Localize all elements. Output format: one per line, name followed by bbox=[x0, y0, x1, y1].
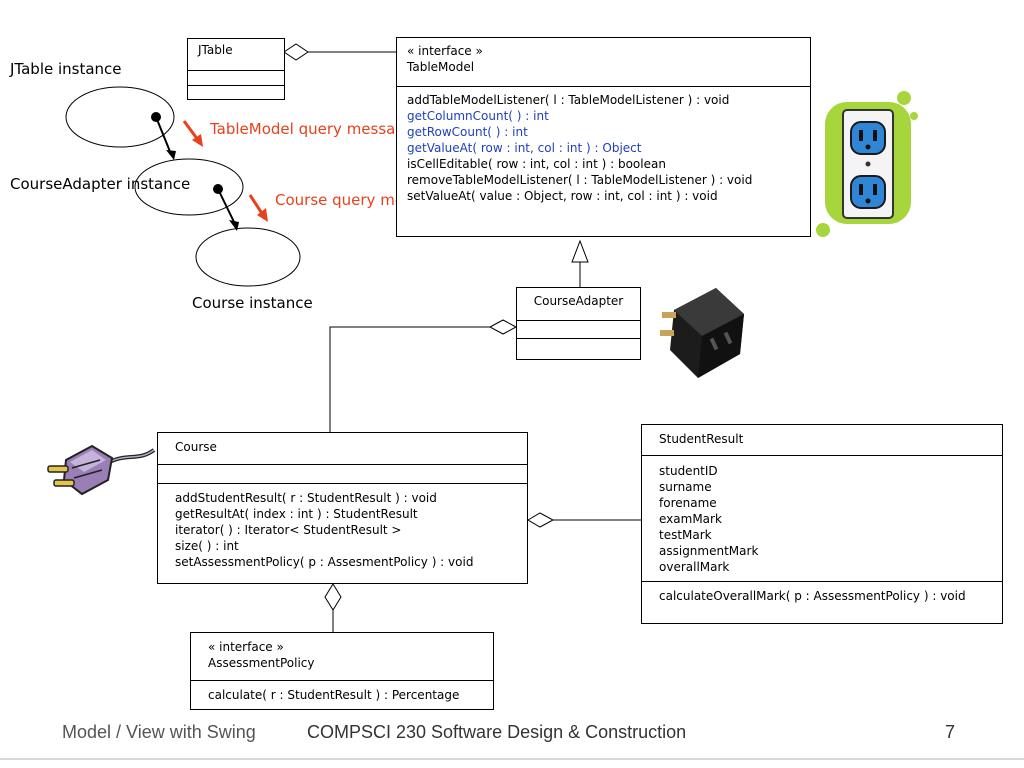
course-method: size( ) : int bbox=[175, 539, 239, 553]
tablemodel-method: setValueAt( value : Object, row : int, c… bbox=[407, 189, 718, 203]
tablemodel-stereotype: « interface » bbox=[407, 44, 483, 58]
jtable-method-compartment bbox=[188, 86, 284, 99]
studentresult-method-compartment: calculateOverallMark( p : AssessmentPoli… bbox=[642, 582, 1002, 610]
jtable-class-name: JTable bbox=[198, 43, 233, 57]
course-instance-label: Course instance bbox=[192, 294, 313, 312]
course-attr-compartment bbox=[158, 465, 527, 484]
assessmentpolicy-class-name: AssessmentPolicy bbox=[208, 656, 315, 670]
tablemodel-query-label: TableModel query message bbox=[210, 120, 414, 139]
studentresult-attribute: examMark bbox=[659, 512, 722, 526]
studentresult-class-name: StudentResult bbox=[659, 432, 744, 446]
tablemodel-query-arrow bbox=[182, 120, 203, 147]
course-query-arrow bbox=[248, 194, 268, 222]
courseadapter-attr-compartment bbox=[517, 321, 640, 339]
plug-adapter-image bbox=[660, 288, 744, 378]
studentresult-attribute: testMark bbox=[659, 528, 712, 542]
courseadapter-class: CourseAdapter bbox=[516, 287, 641, 360]
course-studentresult-aggregation bbox=[527, 512, 641, 528]
tablemodel-name-compartment: « interface » TableModel bbox=[397, 38, 810, 87]
tablemodel-query-line1: TableModel query bbox=[210, 120, 342, 138]
tablemodel-method: getRowCount( ) : int bbox=[407, 125, 528, 139]
electric-plug-image bbox=[47, 444, 156, 496]
assessmentpolicy-name-compartment: « interface » AssessmentPolicy bbox=[191, 633, 493, 681]
adapter-course-aggregation bbox=[329, 319, 518, 432]
course-instance-ellipse bbox=[195, 227, 301, 287]
courseadapter-name-compartment: CourseAdapter bbox=[517, 288, 640, 321]
jtable-class: JTable bbox=[187, 38, 285, 100]
courseadapter-instance-ellipse bbox=[134, 158, 244, 216]
tablemodel-class-name: TableModel bbox=[407, 60, 475, 74]
studentresult-attribute: assignmentMark bbox=[659, 544, 759, 558]
footer-left: Model / View with Swing bbox=[62, 722, 256, 742]
course-query-line1: Course query bbox=[275, 191, 376, 209]
page-number: 7 bbox=[945, 722, 956, 742]
assessmentpolicy-interface: « interface » AssessmentPolicy calculate… bbox=[190, 632, 494, 710]
course-policy-aggregation bbox=[324, 583, 342, 632]
course-class-name: Course bbox=[175, 440, 217, 454]
courseadapter-instance-label: CourseAdapter instance bbox=[10, 175, 190, 194]
studentresult-method: calculateOverallMark( p : AssessmentPoli… bbox=[659, 589, 966, 603]
course-method: addStudentResult( r : StudentResult ) : … bbox=[175, 491, 437, 505]
studentresult-attribute: overallMark bbox=[659, 560, 730, 574]
footer-center: COMPSCI 230 Software Design & Constructi… bbox=[307, 722, 687, 742]
assessmentpolicy-method-compartment: calculate( r : StudentResult ) : Percent… bbox=[191, 681, 493, 709]
course-method: getResultAt( index : int ) : StudentResu… bbox=[175, 507, 418, 521]
courseadapter-method-compartment bbox=[517, 339, 640, 359]
tablemodel-method-compartment: addTableModelListener( l : TableModelLis… bbox=[397, 87, 810, 209]
course-name-compartment: Course bbox=[158, 433, 527, 465]
course-method: iterator( ) : Iterator< StudentResult > bbox=[175, 523, 402, 537]
assessmentpolicy-method: calculate( r : StudentResult ) : Percent… bbox=[208, 688, 460, 702]
tablemodel-method: addTableModelListener( l : TableModelLis… bbox=[407, 93, 730, 107]
jtable-instance-label: JTable instance bbox=[10, 60, 122, 78]
course-class: Course addStudentResult( r : StudentResu… bbox=[157, 432, 528, 584]
tablemodel-method: isCellEditable( row : int, col : int ) :… bbox=[407, 157, 666, 171]
message-link-1 bbox=[151, 112, 176, 160]
jtable-name-compartment: JTable bbox=[188, 39, 284, 71]
jtable-instance-ellipse bbox=[65, 86, 175, 148]
message-link-2 bbox=[213, 184, 239, 231]
studentresult-class: StudentResult studentID surname forename… bbox=[641, 424, 1003, 624]
jtable-attr-compartment bbox=[188, 71, 284, 86]
course-method-compartment: addStudentResult( r : StudentResult ) : … bbox=[158, 484, 527, 576]
studentresult-attribute: surname bbox=[659, 480, 712, 494]
realization-arrow bbox=[571, 239, 589, 288]
jtable-tablemodel-aggregation bbox=[283, 43, 396, 61]
tablemodel-method: getColumnCount( ) : int bbox=[407, 109, 549, 123]
studentresult-attribute: forename bbox=[659, 496, 717, 510]
course-method: setAssessmentPolicy( p : AssesmentPolicy… bbox=[175, 555, 474, 569]
power-outlet-image bbox=[816, 91, 918, 237]
tablemodel-interface: « interface » TableModel addTableModelLi… bbox=[396, 37, 811, 237]
tablemodel-method: removeTableModelListener( l : TableModel… bbox=[407, 173, 753, 187]
tablemodel-method: getValueAt( row : int, col : int ) : Obj… bbox=[407, 141, 642, 155]
footer-divider bbox=[0, 758, 1024, 760]
courseadapter-instance-line1: CourseAdapter bbox=[10, 175, 122, 193]
courseadapter-instance-line2: instance bbox=[126, 175, 191, 193]
assessmentpolicy-stereotype: « interface » bbox=[208, 640, 284, 654]
studentresult-name-compartment: StudentResult bbox=[642, 425, 1002, 456]
courseadapter-class-name: CourseAdapter bbox=[533, 294, 624, 308]
studentresult-attr-compartment: studentID surname forename examMark test… bbox=[642, 456, 1002, 582]
studentresult-attribute: studentID bbox=[659, 464, 718, 478]
